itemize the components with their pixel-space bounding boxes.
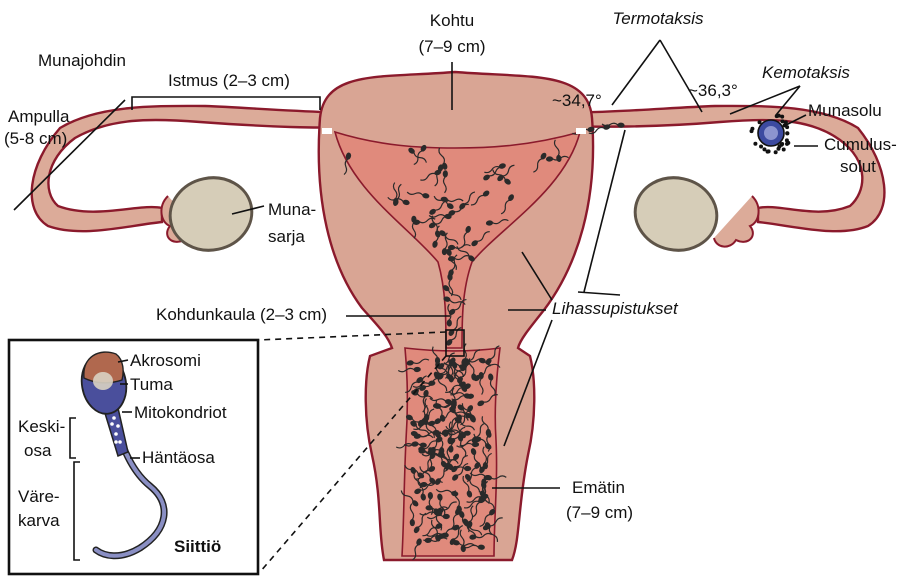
- cumulus-cell: [780, 142, 784, 146]
- label-temp-right: ~36,3°: [688, 81, 738, 100]
- inset-label-tuma: Tuma: [130, 375, 173, 394]
- label-lihassupistukset: Lihassupistukset: [552, 299, 679, 318]
- label-munajohdin: Munajohdin: [38, 51, 126, 70]
- left-ovary: [161, 170, 258, 257]
- tube-opening-right: [576, 128, 586, 134]
- cumulus-cell: [785, 138, 789, 142]
- cumulus-cell: [776, 147, 780, 151]
- cumulus-cell: [750, 129, 754, 133]
- label-cumulus-2: solut: [840, 157, 876, 176]
- label-cumulus-1: Cumulus-: [824, 135, 897, 154]
- inset-label-keski-2: osa: [24, 441, 52, 460]
- cumulus-cell: [774, 150, 778, 154]
- inset-label-hantaosa: Häntäosa: [142, 448, 215, 467]
- label-munasarja-2: sarja: [268, 227, 305, 246]
- sperm-inset: Akrosomi Tuma Mitokondriot Keski- osa Hä…: [9, 340, 258, 574]
- inset-label-keski-1: Keski-: [18, 417, 65, 436]
- cumulus-cell: [753, 142, 757, 146]
- inset-label-siittio: Siittiö: [174, 537, 221, 556]
- label-kemotaksis: Kemotaksis: [762, 63, 850, 82]
- label-kohtu-size: (7–9 cm): [418, 37, 485, 56]
- cumulus-cell: [759, 144, 763, 148]
- cumulus-cell: [780, 119, 784, 123]
- label-kohtu: Kohtu: [430, 11, 474, 30]
- label-munasarja-1: Muna-: [268, 200, 316, 219]
- cumulus-cell: [767, 149, 771, 153]
- label-ematin-size: (7–9 cm): [566, 503, 633, 522]
- label-ampulla: Ampulla: [8, 107, 70, 126]
- cumulus-cell: [780, 115, 784, 119]
- cumulus-cell: [762, 147, 766, 151]
- tube-opening-left: [322, 128, 332, 134]
- label-kohdunkaula: Kohdunkaula (2–3 cm): [156, 305, 327, 324]
- label-temp-left: ~34,7°: [552, 91, 602, 110]
- oocyte: [758, 120, 784, 146]
- inset-label-mitokondriot: Mitokondriot: [134, 403, 227, 422]
- label-termotaksis: Termotaksis: [612, 9, 704, 28]
- label-ematin: Emätin: [572, 478, 625, 497]
- label-ampulla-size: (5-8 cm): [4, 129, 67, 148]
- inset-label-vare-1: Väre-: [18, 487, 60, 506]
- label-munasolu: Munasolu: [808, 101, 882, 120]
- inset-label-vare-2: karva: [18, 511, 60, 530]
- right-ovary: [628, 170, 758, 257]
- cumulus-cell: [758, 120, 762, 124]
- label-istmus: Istmus (2–3 cm): [168, 71, 290, 90]
- cumulus-cell: [782, 148, 786, 152]
- inset-label-akrosomi: Akrosomi: [130, 351, 201, 370]
- cumulus-cell: [785, 131, 789, 135]
